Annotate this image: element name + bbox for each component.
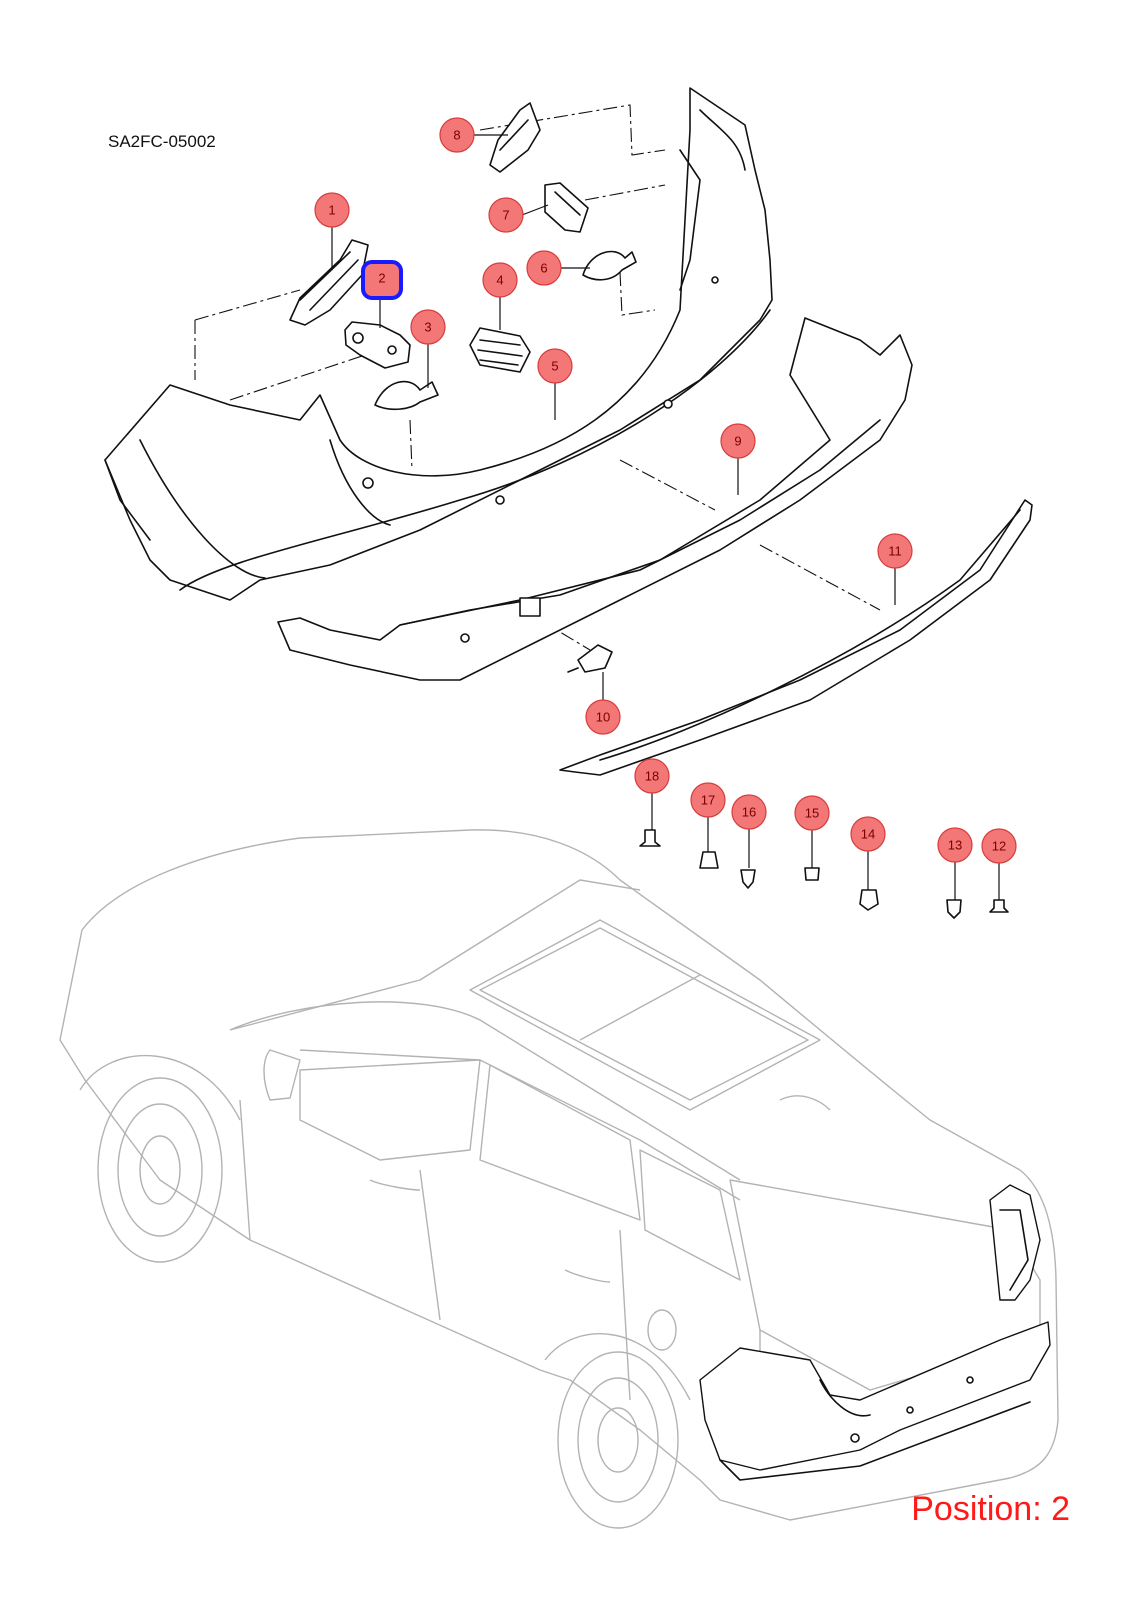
svg-text:1: 1 xyxy=(328,203,335,218)
callout-16[interactable]: 16 xyxy=(731,794,767,830)
callout-10[interactable]: 10 xyxy=(585,699,621,735)
diagram-code: SA2FC-05002 xyxy=(108,132,216,151)
bracket-upper-part xyxy=(489,102,541,173)
svg-text:17: 17 xyxy=(701,793,715,808)
callout-9[interactable]: 9 xyxy=(720,423,756,459)
bracket-left-part xyxy=(289,239,369,326)
callout-15[interactable]: 15 xyxy=(794,795,830,831)
leader-lines xyxy=(331,134,1000,900)
callout-18[interactable]: 18 xyxy=(634,758,670,794)
svg-text:10: 10 xyxy=(596,710,610,725)
lower-valance-part xyxy=(277,317,913,681)
callout-3[interactable]: 3 xyxy=(410,309,446,345)
svg-text:3: 3 xyxy=(424,320,431,335)
callout-14[interactable]: 14 xyxy=(850,816,886,852)
fasteners xyxy=(639,829,1009,919)
tow-cover-part xyxy=(567,644,613,673)
svg-text:4: 4 xyxy=(496,273,503,288)
svg-text:6: 6 xyxy=(540,261,547,276)
svg-text:12: 12 xyxy=(992,839,1006,854)
svg-text:9: 9 xyxy=(734,434,741,449)
callout-12[interactable]: 12 xyxy=(981,828,1017,864)
vehicle-rear-bumper-highlight xyxy=(699,1184,1051,1481)
cover-cap-right-part xyxy=(582,250,637,281)
svg-text:13: 13 xyxy=(948,838,962,853)
callout-2-selected[interactable]: 2 xyxy=(361,260,403,300)
callout-5[interactable]: 5 xyxy=(537,348,573,384)
callout-1[interactable]: 1 xyxy=(314,192,350,228)
trim-strip-part xyxy=(559,499,1033,776)
callout-13[interactable]: 13 xyxy=(937,827,973,863)
callout-11[interactable]: 11 xyxy=(877,533,913,569)
bracket-right-part xyxy=(544,182,589,233)
svg-text:11: 11 xyxy=(888,544,902,559)
callout-7[interactable]: 7 xyxy=(488,197,524,233)
bumper-cover-part xyxy=(104,87,773,601)
callout-8[interactable]: 8 xyxy=(439,117,475,153)
callout-6[interactable]: 6 xyxy=(526,250,562,286)
callout-4[interactable]: 4 xyxy=(482,262,518,298)
bracket-center-part xyxy=(344,321,411,369)
callout-17[interactable]: 17 xyxy=(690,782,726,818)
svg-text:14: 14 xyxy=(861,827,875,842)
svg-text:7: 7 xyxy=(502,208,509,223)
vent-insert-part xyxy=(469,327,531,373)
svg-text:5: 5 xyxy=(551,359,558,374)
svg-text:16: 16 xyxy=(742,805,756,820)
position-indicator: Position: 2 xyxy=(911,1490,1070,1528)
svg-text:8: 8 xyxy=(453,128,460,143)
cover-cap-left-part xyxy=(374,380,439,411)
svg-text:2: 2 xyxy=(378,271,385,286)
svg-text:18: 18 xyxy=(645,769,659,784)
svg-text:15: 15 xyxy=(805,806,819,821)
